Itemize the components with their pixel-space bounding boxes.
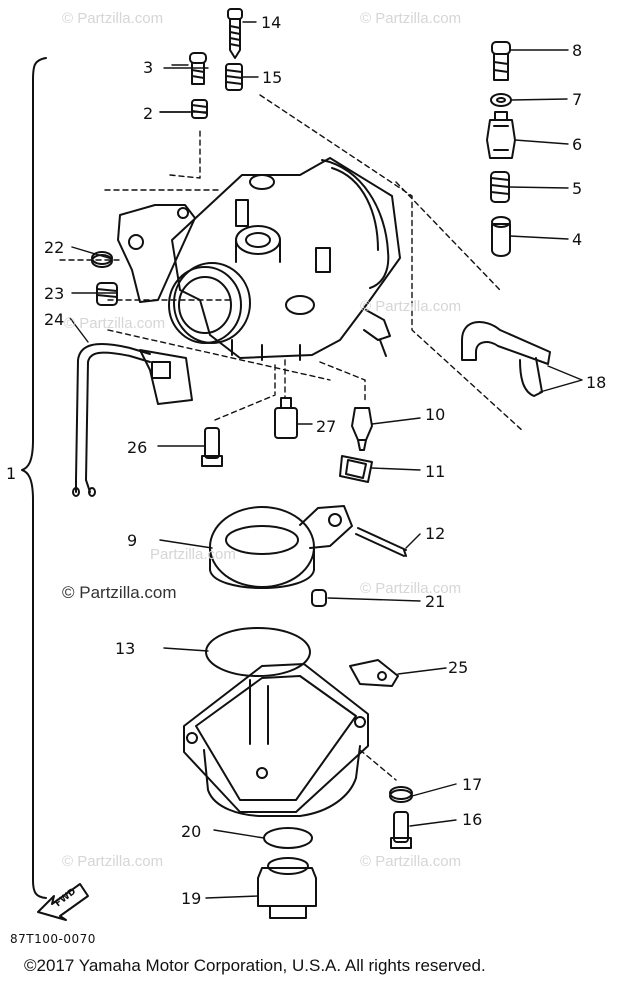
- part-label-4: 4: [572, 230, 583, 249]
- watermark-center-left: © Partzilla.com: [62, 583, 177, 602]
- part-24-heater-wire: [72, 343, 193, 497]
- part-label-5: 5: [572, 179, 583, 198]
- part-label-24: 24: [44, 310, 65, 329]
- watermark-top-right: © Partzilla.com: [360, 10, 462, 27]
- part-22-washer: [91, 251, 113, 268]
- part-label-23: 23: [44, 284, 65, 303]
- watermark-top-left: © Partzilla.com: [62, 10, 164, 27]
- part-label-19: 19: [181, 889, 202, 908]
- assembly-bracket: [21, 57, 47, 899]
- part-14-screw: [227, 8, 243, 59]
- part-25-bracket: [349, 659, 399, 687]
- part-label-7: 7: [572, 90, 583, 109]
- part-11-clip: [339, 455, 373, 483]
- part-7-nut: [490, 93, 512, 107]
- part-5-spring: [490, 171, 510, 203]
- part-6-jet-holder: [486, 111, 516, 159]
- part-27-pilot-jet: [274, 397, 298, 439]
- fwd-arrow-shape: [37, 883, 89, 921]
- part-label-13: 13: [115, 639, 136, 658]
- part-2-spring: [191, 99, 208, 119]
- part-20-o-ring: [263, 827, 313, 849]
- part-label-8: 8: [572, 41, 583, 60]
- part-8-screw: [491, 41, 511, 81]
- part-17-washer: [389, 786, 413, 803]
- watermark-float: Partzilla.com: [150, 546, 236, 563]
- part-label-6: 6: [572, 135, 583, 154]
- watermark-right-lower: © Partzilla.com: [360, 580, 462, 597]
- part-label-9: 9: [127, 531, 138, 550]
- part-label-20: 20: [181, 822, 202, 841]
- drawing-code: 87T100-0070: [10, 932, 96, 946]
- part-label-18: 18: [586, 373, 607, 392]
- part-label-17: 17: [462, 775, 483, 794]
- part-label-15: 15: [262, 68, 283, 87]
- part-3-screw: [189, 52, 207, 85]
- part-15-spring: [225, 63, 243, 91]
- part-label-11: 11: [425, 462, 446, 481]
- part-label-27: 27: [316, 417, 337, 436]
- part-19-drain-plug: [257, 857, 317, 919]
- part-16-screw: [390, 811, 412, 849]
- watermark-bottom-left: © Partzilla.com: [62, 853, 164, 870]
- watermark-mid-left: © Partzilla.com: [64, 315, 166, 332]
- part-12-float-pin: [355, 527, 407, 557]
- part-18-hose: [461, 320, 551, 397]
- part-label-12: 12: [425, 524, 446, 543]
- copyright-notice: ©2017 Yamaha Motor Corporation, U.S.A. A…: [24, 956, 486, 975]
- part-13-gasket: [205, 627, 311, 677]
- carburetor-body: [59, 94, 525, 433]
- part-10-needle-valve: [351, 407, 373, 451]
- part-label-14: 14: [261, 13, 282, 32]
- linkage-bracket: [117, 204, 196, 303]
- watermark-bottom-right: © Partzilla.com: [360, 853, 462, 870]
- part-label-21: 21: [425, 592, 446, 611]
- part-label-10: 10: [425, 405, 446, 424]
- part-4-plunger: [491, 216, 511, 257]
- float-bowl: [183, 663, 397, 817]
- part-label-2: 2: [143, 104, 154, 123]
- part-label-22: 22: [44, 238, 65, 257]
- part-label-3: 3: [143, 58, 154, 77]
- part-label-16: 16: [462, 810, 483, 829]
- part-label-1: 1: [6, 464, 17, 483]
- leader-lines: [69, 21, 583, 899]
- part-21-screw: [311, 589, 327, 607]
- part-23-spring: [96, 282, 118, 306]
- watermark-mid-right: © Partzilla.com: [360, 298, 462, 315]
- part-label-26: 26: [127, 438, 148, 457]
- part-label-25: 25: [448, 658, 469, 677]
- part-26-main-jet: [201, 427, 223, 467]
